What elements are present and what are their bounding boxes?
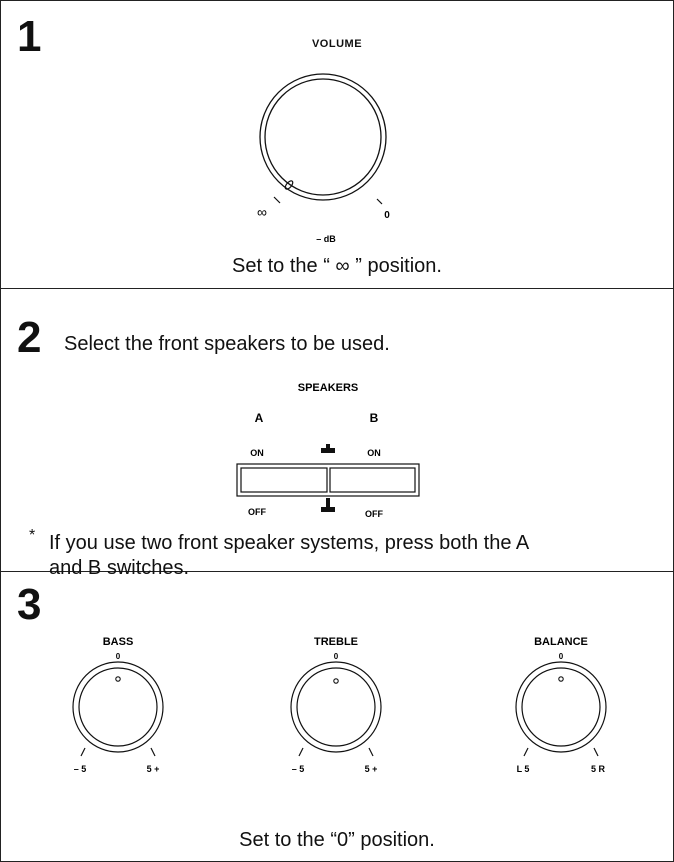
speaker-b-on-label: ON bbox=[367, 448, 381, 458]
instruction-suffix: ” position. bbox=[355, 255, 442, 277]
treble-control: TREBLE 0 – 5 5 + bbox=[290, 636, 382, 774]
volume-scale-left: ∞ bbox=[257, 204, 267, 220]
tone-knobs-diagram: BASS 0 – 5 5 + TREBLE 0 – 5 5 + BALANCE … bbox=[72, 636, 607, 774]
volume-knob[interactable] bbox=[264, 78, 382, 196]
bass-label: BASS bbox=[103, 636, 134, 648]
step-1-instruction: Set to the “ ∞ ” position. bbox=[1, 255, 673, 278]
speaker-a-on-label: ON bbox=[250, 448, 264, 458]
on-position-symbol-stem bbox=[326, 444, 330, 449]
step-2-note: If you use two front speaker systems, pr… bbox=[49, 531, 529, 581]
volume-label: VOLUME bbox=[311, 38, 363, 50]
volume-pointer-indicator bbox=[284, 180, 294, 190]
infinity-symbol: ∞ bbox=[335, 255, 350, 277]
balance-knob[interactable] bbox=[521, 667, 601, 747]
balance-pointer bbox=[558, 676, 564, 682]
step-number-1: 1 bbox=[17, 12, 42, 61]
bass-tick-right bbox=[150, 747, 156, 757]
treble-knob[interactable] bbox=[296, 667, 376, 747]
step-3-section: 3 BASS 0 – 5 5 + TREBLE 0 – 5 5 + bbox=[1, 572, 673, 861]
balance-center-mark: 0 bbox=[559, 652, 564, 661]
speakers-switch-diagram: SPEAKERS A B ON ON OFF OFF bbox=[236, 382, 420, 519]
balance-scale-right: 5 R bbox=[591, 764, 606, 774]
step-2-heading: Select the front speakers to be used. bbox=[64, 333, 390, 355]
off-position-symbol bbox=[321, 507, 335, 512]
bass-scale-right: 5 + bbox=[147, 764, 160, 774]
treble-scale-left: – 5 bbox=[292, 764, 305, 774]
bass-control: BASS 0 – 5 5 + bbox=[72, 636, 164, 774]
balance-scale-left: L 5 bbox=[517, 764, 530, 774]
speakers-label: SPEAKERS bbox=[298, 382, 359, 394]
bass-center-mark: 0 bbox=[116, 652, 121, 661]
balance-control: BALANCE 0 L 5 5 R bbox=[515, 636, 607, 774]
speaker-b-switch[interactable] bbox=[329, 467, 416, 493]
balance-tick-left bbox=[523, 747, 529, 757]
note-line-2: and B switches. bbox=[49, 557, 190, 579]
treble-label: TREBLE bbox=[314, 636, 358, 648]
bass-tick-left bbox=[80, 747, 86, 757]
step-number-2: 2 bbox=[17, 313, 42, 362]
speaker-b-label: B bbox=[370, 411, 379, 425]
step-number-3: 3 bbox=[17, 580, 42, 629]
bass-knob[interactable] bbox=[78, 667, 158, 747]
treble-tick-right bbox=[368, 747, 374, 757]
bass-scale-left: – 5 bbox=[74, 764, 87, 774]
balance-tick-right bbox=[593, 747, 599, 757]
treble-pointer bbox=[333, 678, 339, 684]
speaker-a-label: A bbox=[255, 411, 264, 425]
volume-unit-label: – dB bbox=[316, 234, 336, 244]
balance-label: BALANCE bbox=[534, 636, 588, 648]
speaker-a-off-label: OFF bbox=[248, 507, 266, 517]
note-asterisk: * bbox=[29, 527, 36, 544]
off-position-symbol-stem bbox=[326, 498, 330, 508]
treble-center-mark: 0 bbox=[334, 652, 339, 661]
speaker-b-off-label: OFF bbox=[365, 509, 383, 519]
step-2-section: 2 Select the front speakers to be used. … bbox=[1, 289, 673, 579]
treble-scale-right: 5 + bbox=[365, 764, 378, 774]
note-line-1: If you use two front speaker systems, pr… bbox=[49, 532, 530, 554]
volume-tick-right bbox=[376, 198, 383, 205]
on-position-symbol bbox=[321, 448, 335, 453]
bass-pointer bbox=[115, 676, 121, 682]
treble-tick-left bbox=[298, 747, 304, 757]
step-1-section: 1 VOLUME ∞ 0 – dB Set to the “ ∞ ” posit… bbox=[1, 1, 673, 289]
step-3-instruction: Set to the “0” position. bbox=[239, 829, 435, 851]
volume-knob-diagram: ∞ 0 – dB bbox=[257, 73, 390, 244]
speaker-a-switch[interactable] bbox=[240, 467, 328, 493]
volume-tick-left bbox=[273, 196, 281, 204]
volume-scale-right: 0 bbox=[384, 210, 390, 221]
instruction-prefix: Set to the “ bbox=[232, 255, 330, 277]
